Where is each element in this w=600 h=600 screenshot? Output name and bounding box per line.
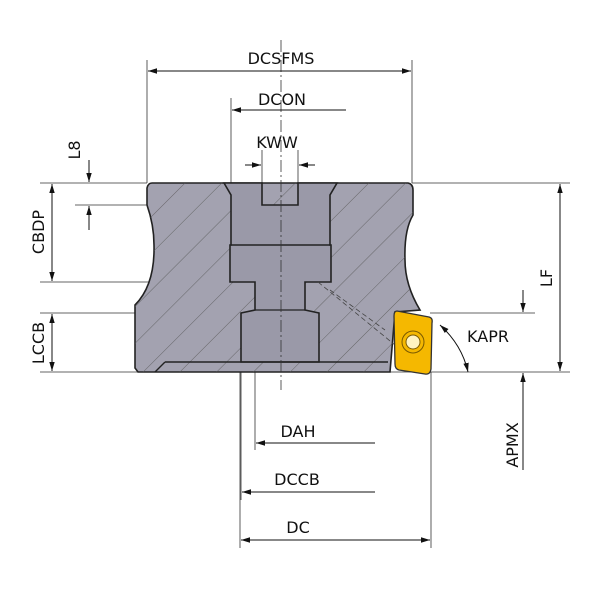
label-kapr: KAPR [467,327,509,346]
label-kww: KWW [256,133,298,152]
label-dcon: DCON [258,90,306,109]
label-lf: LF [537,269,556,287]
label-l8: L8 [65,140,84,159]
label-dc: DC [286,518,310,537]
label-dcsfms: DCSFMS [248,49,315,68]
label-dccb: DCCB [274,470,320,489]
label-apmx: APMX [503,422,522,467]
label-lccb: LCCB [29,322,48,364]
insert [393,310,433,375]
torx-screw-icon [405,334,421,350]
dimension-lines [49,68,563,543]
label-dah: DAH [280,422,315,441]
label-cbdp: CBDP [29,210,48,254]
cutter-body [134,40,422,390]
extension-lines [40,60,570,548]
